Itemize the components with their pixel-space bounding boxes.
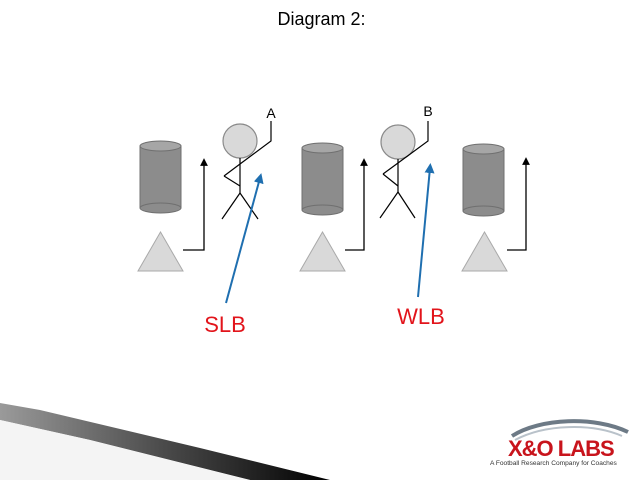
slb-label: SLB [204,312,246,337]
decorative-swoosh [0,403,330,480]
stick-figure-b [379,121,429,219]
slide-title: Diagram 2: [277,9,366,29]
wlb-read-arrow [417,163,435,298]
defender-triangle-1 [137,230,184,272]
player-label-b: B [423,103,432,119]
slb-read-arrow [225,173,264,304]
lineman-cylinder-1 [139,140,182,214]
defender-arrow-2 [345,158,368,251]
defender-triangle-3 [461,230,508,272]
defender-arrow-1 [183,158,208,251]
lineman-cylinder-2 [301,142,344,216]
xo-labs-logo: X&O LABS A Football Research Company for… [490,419,629,467]
defender-arrow-3 [507,157,530,251]
defender-triangle-2 [299,230,346,272]
logo-tagline: A Football Research Company for Coaches [490,460,618,467]
lineman-cylinder-3 [462,143,505,217]
logo-brand: X&O LABS [508,436,614,461]
stick-figure-a [221,121,272,220]
wlb-label: WLB [397,304,445,329]
player-label-a: A [266,105,276,121]
